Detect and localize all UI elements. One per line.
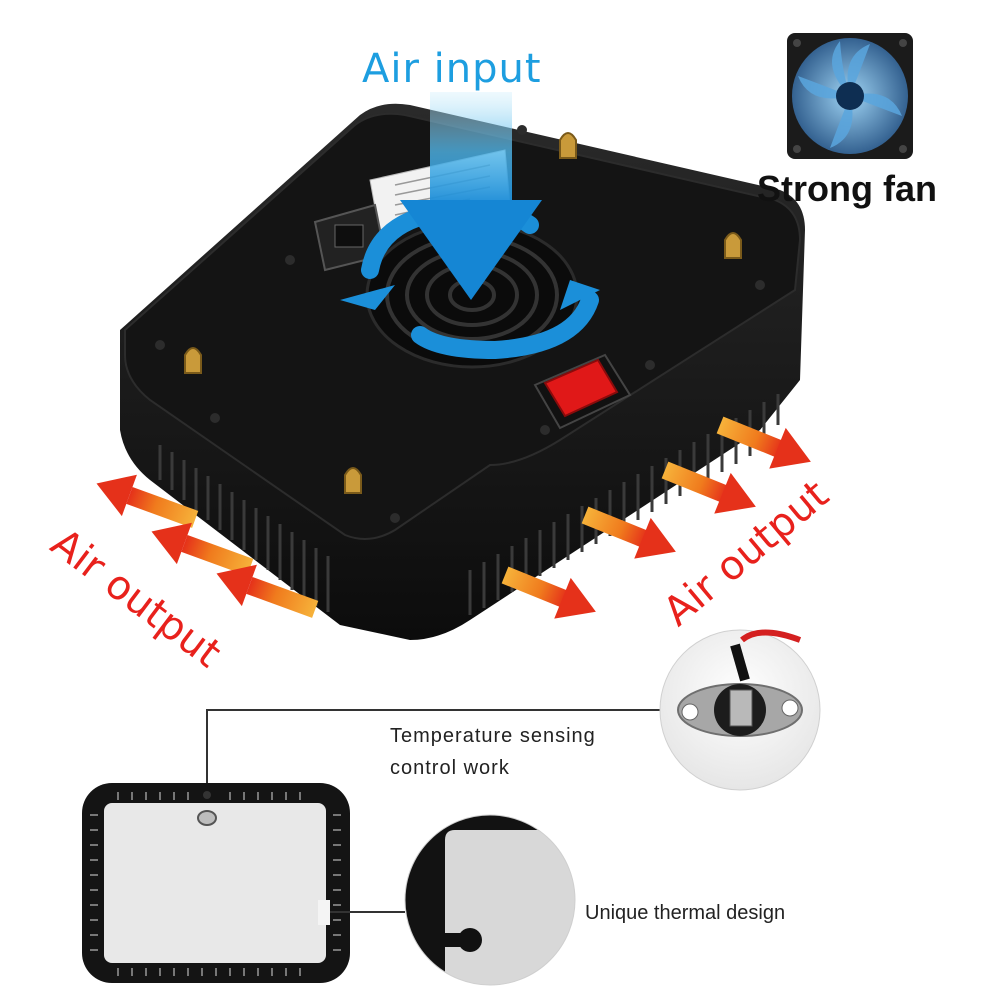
mount-screws: [184, 132, 742, 494]
exhaust-arrow-icon: [96, 416, 811, 619]
thermostat-icon: [677, 629, 803, 737]
temperature-sensing-label: Temperature sensing control work: [390, 720, 596, 784]
temperature-line-1: Temperature sensing: [390, 725, 596, 747]
power-switch-icon: [533, 353, 632, 430]
intake-arrow-icon: [400, 92, 542, 300]
cooling-fins: [158, 394, 780, 615]
mount-holes: [155, 125, 765, 523]
strong-fan-label: Strong fan: [757, 168, 937, 209]
air-input-label: Air input: [362, 46, 542, 92]
temperature-line-2: control work: [390, 757, 510, 779]
thermal-design-label: Unique thermal design: [585, 902, 786, 924]
